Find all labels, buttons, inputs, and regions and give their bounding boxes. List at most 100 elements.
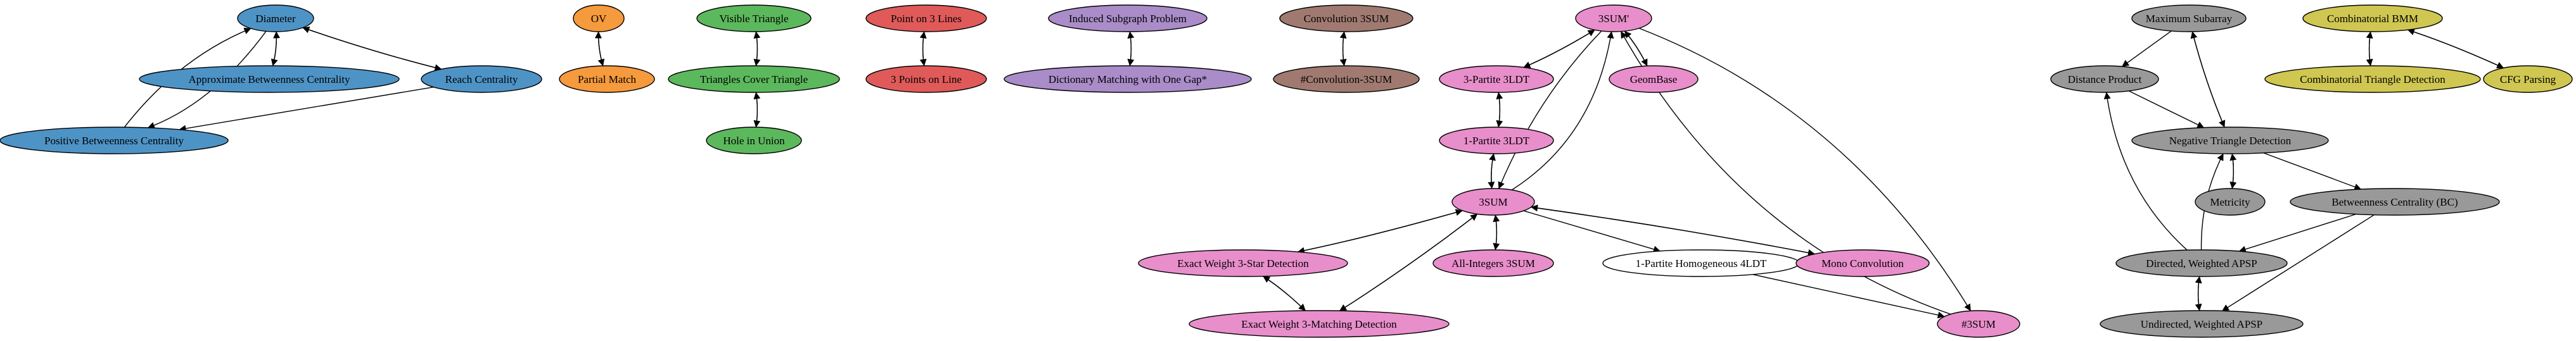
- node-ellipse: [1451, 188, 1535, 216]
- edge-three-sum-prime-to-geombase: [1624, 30, 1648, 66]
- node-metricity[interactable]: Metricity: [2195, 188, 2266, 216]
- node-label: 3-Partite 3LDT: [1463, 73, 1530, 85]
- node-label: #Convolution-3SUM: [1301, 73, 1393, 85]
- node-dir-apsp[interactable]: Directed, Weighted APSP: [2115, 249, 2288, 277]
- node-dict-matching[interactable]: Dictionary Matching with One Gap*: [1004, 65, 1252, 93]
- edge-undir-apsp-to-dir-apsp: [2195, 276, 2202, 311]
- node-bc[interactable]: Betweenness Centrality (BC): [2290, 188, 2500, 216]
- edge-max-subarray-to-dist-product: [2122, 30, 2172, 67]
- node-label: CFG Parsing: [2500, 73, 2556, 85]
- edge-one-partite-3ldt-to-three-partite-3ldt: [1496, 92, 1503, 128]
- node-label: Hole in Union: [723, 135, 785, 147]
- node-tri-cover[interactable]: Triangles Cover Triangle: [668, 65, 840, 93]
- node-label: All-Integers 3SUM: [1451, 257, 1535, 270]
- node-ellipse: [1575, 4, 1652, 32]
- node-all-int-3sum[interactable]: All-Integers 3SUM: [1432, 249, 1554, 277]
- node-label: Convolution 3SUM: [1304, 13, 1389, 25]
- edge-diameter-to-pos-bc: [147, 30, 267, 129]
- node-approx-bc[interactable]: Approximate Betweenness Centrality: [139, 65, 400, 93]
- node-pos-bc[interactable]: Positive Betweenness Centrality: [0, 127, 229, 154]
- node-hole-union[interactable]: Hole in Union: [706, 127, 802, 154]
- node-three-points-line[interactable]: 3 Points on Line: [865, 65, 987, 93]
- node-ellipse: [2131, 4, 2247, 32]
- node-max-subarray[interactable]: Maximum Subarray: [2131, 4, 2247, 32]
- node-partial-match[interactable]: Partial Match: [559, 65, 655, 93]
- node-comb-bmm[interactable]: Combinatorial BMM: [2302, 4, 2443, 32]
- edge-three-sum-to-one-partite-3ldt: [1489, 153, 1496, 189]
- edge-diameter-to-reach: [302, 27, 442, 71]
- node-diameter[interactable]: Diameter: [237, 4, 314, 32]
- node-ellipse: [2100, 310, 2304, 338]
- node-comb-tri-det[interactable]: Combinatorial Triangle Detection: [2264, 65, 2481, 93]
- edge-dict-matching-to-induced-subgraph: [1127, 31, 1135, 66]
- node-label: Exact Weight 3-Matching Detection: [1241, 318, 1397, 330]
- node-ellipse: [2483, 65, 2573, 93]
- node-neg-triangle[interactable]: Negative Triangle Detection: [2131, 127, 2329, 154]
- node-ellipse: [1189, 310, 1450, 338]
- edge-neg-triangle-to-bc: [2263, 152, 2362, 190]
- node-conv-3sum[interactable]: Convolution 3SUM: [1279, 4, 1413, 32]
- node-ellipse: [237, 4, 314, 32]
- node-three-partite-3ldt[interactable]: 3-Partite 3LDT: [1439, 65, 1554, 93]
- node-label: Directed, Weighted APSP: [2146, 257, 2257, 270]
- node-three-sum-prime[interactable]: 3SUM': [1575, 4, 1652, 32]
- edge-partial-match-to-ov: [594, 31, 604, 66]
- edge-three-partite-3ldt-to-three-sum-prime: [1523, 29, 1595, 68]
- edge-dir-apsp-to-dist-product: [2103, 92, 2188, 251]
- node-label: 3 Points on Line: [891, 73, 962, 85]
- node-label: Combinatorial Triangle Detection: [2300, 73, 2445, 85]
- node-label: Approximate Betweenness Centrality: [189, 73, 350, 85]
- edge-exact-3star-to-three-sum: [1298, 209, 1463, 252]
- node-count-conv-3sum[interactable]: #Convolution-3SUM: [1273, 65, 1420, 93]
- node-count-3sum[interactable]: #3SUM: [1937, 310, 2020, 338]
- node-dist-product[interactable]: Distance Product: [2050, 65, 2159, 93]
- node-cfg-parsing[interactable]: CFG Parsing: [2483, 65, 2573, 93]
- node-ellipse: [421, 65, 542, 93]
- edge-homog-4ldt-to-count-3sum: [1752, 274, 1945, 319]
- node-ellipse: [706, 127, 802, 154]
- node-one-partite-3ldt[interactable]: 1-Partite 3LDT: [1439, 127, 1554, 154]
- node-label: Partial Match: [578, 73, 637, 85]
- node-exact-3match[interactable]: Exact Weight 3-Matching Detection: [1189, 310, 1450, 338]
- node-reach[interactable]: Reach Centrality: [421, 65, 542, 93]
- node-label: Diameter: [255, 13, 296, 25]
- edge-approx-bc-to-diameter: [272, 31, 281, 66]
- edge-hole-union-to-tri-cover: [753, 92, 761, 128]
- node-label: Maximum Subarray: [2146, 13, 2233, 25]
- node-geombase[interactable]: GeomBase: [1609, 65, 1699, 93]
- edge-cfg-parsing-to-comb-bmm: [2407, 28, 2504, 69]
- node-ellipse: [1937, 310, 2020, 338]
- node-ellipse: [2264, 65, 2481, 93]
- node-label: Distance Product: [2068, 73, 2142, 85]
- node-three-sum[interactable]: 3SUM: [1451, 188, 1535, 216]
- node-ellipse: [668, 65, 840, 93]
- node-point-3lines[interactable]: Point on 3 Lines: [865, 4, 987, 32]
- node-label: Mono Convolution: [1821, 257, 1904, 270]
- node-label: Undirected, Weighted APSP: [2141, 318, 2262, 330]
- node-ellipse: [1439, 65, 1554, 93]
- node-ov[interactable]: OV: [573, 4, 625, 32]
- node-label: 1-Partite Homogeneous 4LDT: [1636, 257, 1767, 270]
- edge-three-sum-to-three-sum-prime: [1511, 31, 1614, 190]
- node-label: OV: [591, 13, 607, 25]
- node-visible-tri[interactable]: Visible Triangle: [696, 4, 812, 32]
- node-exact-3star[interactable]: Exact Weight 3-Star Detection: [1138, 249, 1348, 277]
- edge-three-sum-to-exact-3star: [1297, 210, 1463, 254]
- edge-comb-tri-det-to-comb-bmm: [2366, 31, 2373, 66]
- node-ellipse: [2302, 4, 2443, 32]
- edge-all-int-3sum-to-three-sum: [1493, 214, 1500, 251]
- node-mono-conv[interactable]: Mono Convolution: [1795, 249, 1930, 277]
- node-ellipse: [1432, 249, 1554, 277]
- edge-three-sum-prime-to-three-partite-3ldt: [1523, 29, 1595, 68]
- node-induced-subgraph[interactable]: Induced Subgraph Problem: [1048, 4, 1208, 32]
- edge-exact-3match-to-three-sum: [1339, 213, 1478, 311]
- node-undir-apsp[interactable]: Undirected, Weighted APSP: [2100, 310, 2304, 338]
- node-label: Visible Triangle: [719, 13, 788, 25]
- edge-three-sum-prime-to-count-3sum: [1638, 27, 1972, 311]
- edge-dist-product-to-neg-triangle: [2128, 90, 2205, 128]
- node-ellipse: [1609, 65, 1699, 93]
- node-label: Metricity: [2210, 196, 2250, 208]
- node-homog-4ldt[interactable]: 1-Partite Homogeneous 4LDT: [1602, 249, 1800, 277]
- node-label: Positive Betweenness Centrality: [44, 135, 184, 147]
